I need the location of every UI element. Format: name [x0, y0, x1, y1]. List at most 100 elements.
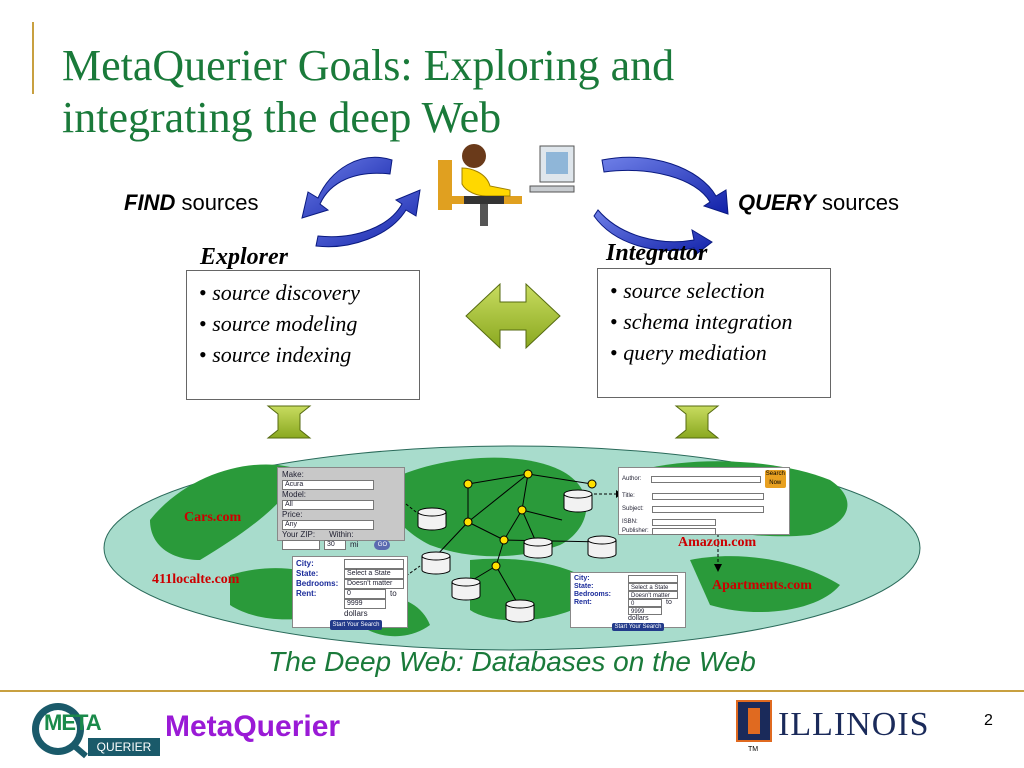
rent-label: Rent: — [574, 599, 592, 606]
make-label: Make: — [282, 470, 304, 479]
integrator-box: source selection schema integration quer… — [597, 268, 831, 398]
metaquerier-logo-mark — [32, 703, 88, 759]
logo-meta-text: META — [44, 710, 102, 735]
city-label: City: — [296, 559, 314, 568]
make-select[interactable]: Acura — [282, 480, 374, 490]
rent-to-input[interactable]: 9999 — [628, 607, 662, 615]
city-input[interactable] — [344, 559, 404, 569]
cars-site-label: Cars.com — [184, 510, 242, 525]
price-label: Price: — [282, 510, 303, 519]
state-label: State: — [574, 583, 594, 590]
city-label: City: — [574, 575, 590, 582]
illinois-wordmark: ILLINOIS — [778, 706, 930, 743]
isbn-label: ISBN: — [622, 519, 638, 525]
query-arrow-return — [593, 209, 713, 258]
go-button[interactable]: GO — [374, 540, 391, 550]
logo-querier-text: QUERIER — [88, 738, 160, 756]
db-cylinder — [523, 537, 553, 559]
state-label: State: — [296, 569, 319, 578]
currency-label: dollars — [628, 615, 649, 622]
bedrooms-select[interactable]: Doesn't matter — [628, 591, 678, 599]
locate-site-label: 411localte.com — [152, 572, 240, 587]
network-links — [435, 473, 605, 605]
brand-name: MetaQuerier — [165, 710, 341, 743]
find-emphasis: FIND — [124, 190, 176, 215]
explorer-list: source discovery source modeling source … — [187, 271, 419, 370]
author-label: Author: — [622, 475, 642, 482]
find-sources-label: FIND sources — [124, 190, 259, 216]
publisher-input[interactable] — [652, 528, 716, 535]
integrator-item: source selection — [610, 275, 830, 306]
within-label: Within: — [329, 530, 354, 539]
model-select[interactable]: All — [282, 500, 374, 510]
zip-input[interactable] — [282, 540, 320, 550]
illinois-block-i-icon — [736, 700, 772, 742]
integrator-updown-arrow — [674, 405, 720, 439]
slide-title-line-1: MetaQuerier Goals: Exploring and — [62, 41, 675, 90]
amazon-search-form: Author: Search Now Title: Subject: ISBN:… — [618, 467, 790, 535]
integrator-item: query mediation — [610, 337, 830, 368]
explorer-item: source indexing — [199, 339, 419, 370]
city-input[interactable] — [628, 575, 678, 583]
start-search-button[interactable]: Start Your Search — [612, 623, 664, 631]
illinois-logo: ILLINOIS TM — [736, 698, 956, 758]
state-select[interactable]: Select a State — [628, 583, 678, 591]
find-arrow-return — [315, 189, 421, 248]
rent-to-label: to — [666, 599, 672, 606]
rent-label: Rent: — [296, 589, 317, 598]
bedrooms-label: Bedrooms: — [574, 591, 611, 598]
query-sources-label: QUERY sources — [738, 190, 899, 216]
explorer-item: source discovery — [199, 277, 419, 308]
isbn-input[interactable] — [652, 519, 716, 526]
bidirectional-arrow — [465, 282, 561, 350]
subject-input[interactable] — [652, 506, 764, 513]
database-cylinders — [417, 489, 617, 623]
zip-label: Your ZIP: — [282, 530, 316, 539]
query-sources-text: sources — [821, 190, 900, 215]
illinois-trademark: TM — [748, 746, 759, 753]
explorer-heading: Explorer — [200, 244, 289, 270]
slide-title: MetaQuerier Goals: Exploring and integra… — [62, 40, 962, 144]
title-label: Title: — [622, 493, 635, 499]
user-at-computer-icon — [438, 144, 575, 226]
state-select[interactable]: Select a State — [344, 569, 404, 579]
metaquerier-logo: META QUERIER — [28, 698, 162, 760]
find-sources-text: sources — [181, 190, 259, 215]
rent-from-input[interactable]: 0 — [344, 589, 386, 599]
apartments-site-label: Apartments.com — [712, 578, 812, 593]
cars-search-form: Make: Acura Model: All Price: Any Your Z… — [277, 467, 405, 550]
locate-rent-form: City: State:Select a State Bedrooms:Does… — [292, 556, 408, 630]
apartments-rent-form: City: State: Select a State Bedrooms: Does… — [570, 572, 686, 631]
search-now-button[interactable]: Search Now — [764, 470, 786, 488]
title-input[interactable] — [652, 493, 764, 500]
explorer-box: source discovery source modeling source … — [186, 270, 420, 400]
explorer-updown-arrow — [266, 405, 312, 439]
bedrooms-select[interactable]: Doesn't matter — [344, 579, 404, 589]
price-select[interactable]: Any — [282, 520, 374, 530]
rent-to-label: to — [390, 589, 397, 598]
slide-title-line-2: integrating the deep Web — [62, 93, 502, 142]
currency-label: dollars — [344, 609, 368, 618]
title-accent-bar — [32, 22, 34, 94]
find-arrow-left — [301, 156, 393, 219]
db-cylinder — [417, 507, 447, 531]
footer-rule — [0, 690, 1024, 692]
rent-from-input[interactable]: 0 — [628, 599, 662, 607]
within-unit: mi — [350, 540, 359, 549]
subject-label: Subject: — [622, 506, 644, 512]
amazon-site-label: Amazon.com — [678, 535, 757, 550]
query-emphasis: QUERY — [738, 190, 816, 215]
db-cylinder — [505, 599, 535, 623]
rent-to-input[interactable]: 9999 — [344, 599, 386, 609]
start-search-button[interactable]: Start Your Search — [330, 620, 382, 630]
publisher-label: Publisher: — [622, 528, 649, 534]
diagram-caption: The Deep Web: Databases on the Web — [268, 646, 756, 677]
db-cylinder — [421, 551, 451, 575]
within-select[interactable]: 30 — [324, 540, 346, 550]
integrator-item: schema integration — [610, 306, 830, 337]
integrator-heading: Integrator — [606, 240, 708, 266]
form-connectors — [405, 493, 719, 577]
author-input[interactable] — [651, 475, 761, 483]
model-label: Model: — [282, 490, 307, 499]
